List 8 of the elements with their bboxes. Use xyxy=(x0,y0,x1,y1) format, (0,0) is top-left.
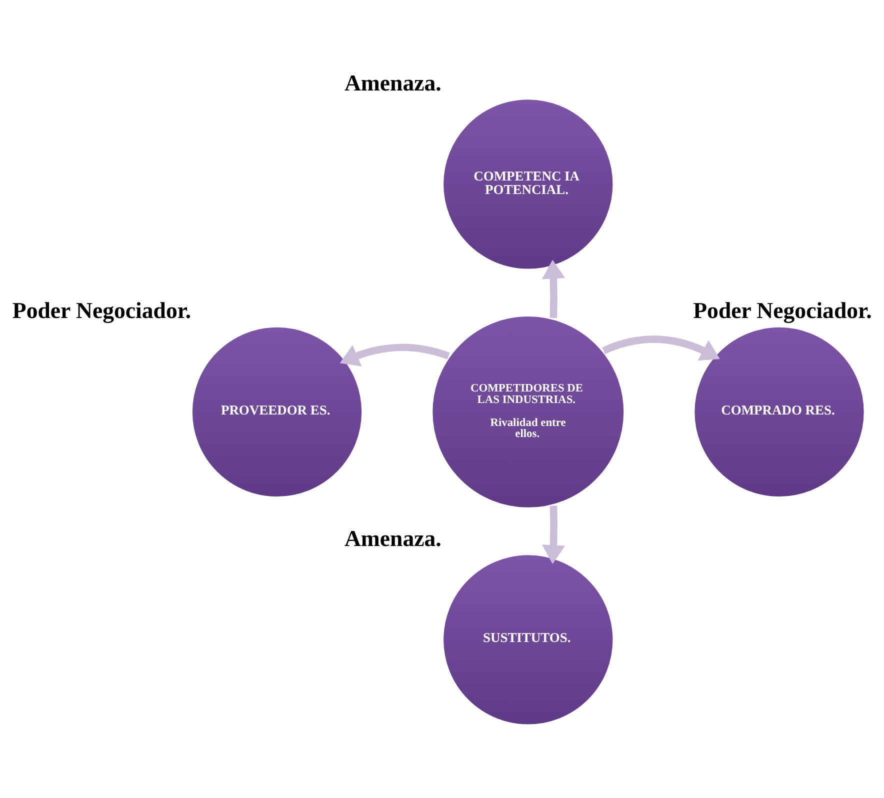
node-label: Amenaza. xyxy=(344,525,442,550)
node-label: Poder Negociador. xyxy=(693,298,872,323)
arrow xyxy=(542,505,566,564)
node-label: Poder Negociador. xyxy=(12,298,192,323)
arrow xyxy=(340,343,450,366)
arrow xyxy=(602,335,720,360)
arrow xyxy=(542,259,566,318)
node-label: Amenaza. xyxy=(344,70,442,95)
